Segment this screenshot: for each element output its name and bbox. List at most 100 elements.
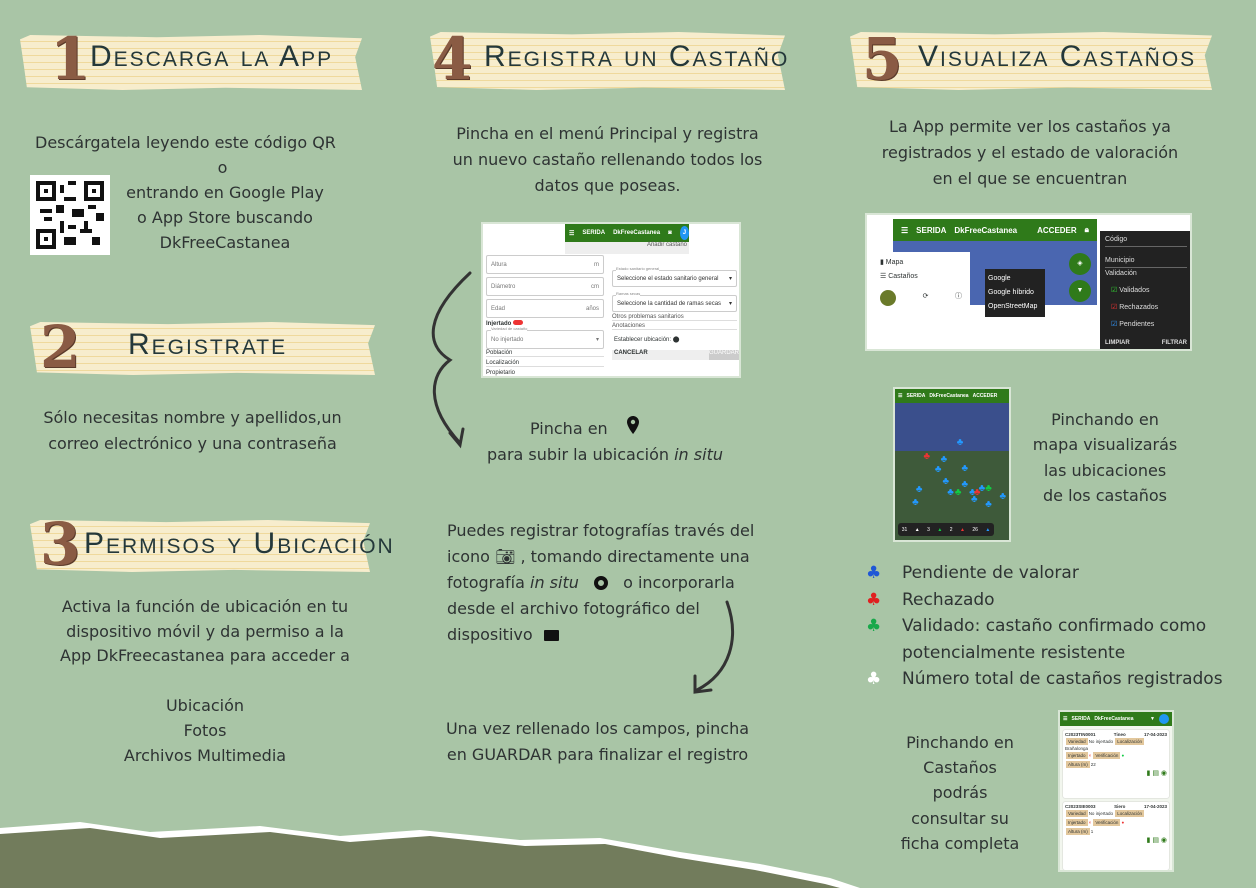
map-marker[interactable]: ♣ bbox=[978, 483, 986, 494]
menu-item-castanos[interactable]: ☰ Castaños bbox=[880, 273, 918, 280]
filter-button[interactable]: ▼ bbox=[1069, 280, 1091, 302]
map-marker[interactable]: ♣ bbox=[942, 476, 950, 487]
step-1-line: o bbox=[217, 158, 228, 177]
location-pin-icon bbox=[626, 416, 639, 442]
map-marker[interactable]: ♣ bbox=[985, 499, 992, 510]
legend-item: potencialmente resistente bbox=[866, 643, 1125, 663]
step-1-line: Descárgatela leyendo este código QR bbox=[35, 133, 336, 152]
card-field: Localización bbox=[1115, 738, 1144, 745]
layers-menu: Google Google híbrido OpenStreetMap bbox=[985, 269, 1045, 317]
layers-button[interactable]: ◈ bbox=[1069, 253, 1091, 275]
card-field: Injertado bbox=[1066, 819, 1088, 826]
layer-option[interactable]: OpenStreetMap bbox=[988, 303, 1038, 310]
map-marker[interactable]: ♣ bbox=[934, 464, 942, 475]
codigo-field[interactable]: Código bbox=[1105, 234, 1187, 247]
map-marker[interactable]: ♣ bbox=[912, 497, 919, 508]
legend-label: Pendiente de valorar bbox=[902, 563, 1079, 583]
map-marker[interactable]: ♣ bbox=[923, 451, 931, 462]
cancelar-button[interactable]: CANCELAR bbox=[612, 350, 737, 360]
map-text: Pinchando en bbox=[1051, 410, 1159, 429]
info-icon[interactable]: ⓘ bbox=[955, 293, 962, 300]
anotaciones-field[interactable]: Anotaciones bbox=[612, 323, 737, 330]
menu-icon[interactable]: ☰ bbox=[901, 225, 909, 235]
card-field: C2023TIN0001 bbox=[1065, 732, 1096, 737]
form-subtitle: Añadir castaño bbox=[565, 242, 689, 254]
menu-icon[interactable]: ☰ bbox=[569, 230, 575, 237]
avatar[interactable]: J bbox=[679, 226, 689, 240]
step-3-line: dispositivo móvil y da permiso a la bbox=[66, 622, 344, 641]
map-marker[interactable]: ♣ bbox=[961, 463, 969, 474]
legend-label: potencialmente resistente bbox=[902, 642, 1126, 663]
card-field: Brañalonga bbox=[1065, 746, 1089, 751]
municipio-select[interactable]: Municipio bbox=[1105, 255, 1187, 268]
tree-icon: ♣ bbox=[866, 616, 882, 636]
map-marker[interactable]: ♣ bbox=[971, 494, 978, 505]
map-marker[interactable]: ♣ bbox=[915, 484, 923, 495]
step-number-4: 4 bbox=[432, 25, 473, 93]
poblacion-field[interactable]: Población bbox=[486, 350, 604, 357]
map-marker[interactable]: ♣ bbox=[940, 454, 948, 465]
otros-field[interactable]: Otros problemas sanitarios bbox=[612, 314, 737, 321]
step-5-line: La App permite ver los castaños ya bbox=[889, 117, 1171, 136]
card-field: 22 bbox=[1090, 762, 1096, 767]
map-marker[interactable]: ♣ bbox=[985, 483, 992, 494]
step-3-line: Activa la función de ubicación en tu bbox=[61, 597, 349, 616]
map-marker[interactable]: ♣ bbox=[973, 487, 981, 498]
variedad-select[interactable]: No injertado▾ bbox=[486, 330, 604, 349]
map-marker[interactable]: ♣ bbox=[947, 487, 954, 498]
card-text: ficha completa bbox=[900, 834, 1020, 853]
app-name: DkFreeCastanea bbox=[613, 230, 661, 236]
variedad-label: Variedad de castaño bbox=[491, 326, 528, 331]
checkbox-rechazados[interactable]: ☑ Rechazados bbox=[1111, 304, 1159, 311]
tree-icon: ♣ bbox=[866, 669, 882, 689]
photo-line: desde el archivo fotográfico del bbox=[447, 599, 700, 618]
sync-icon[interactable]: ⟳ bbox=[922, 293, 929, 300]
checkbox-validados[interactable]: ☑ Validados bbox=[1111, 287, 1150, 294]
ramas-select[interactable]: Seleccione la cantidad de ramas secas▾ bbox=[612, 295, 737, 312]
permission-item: Fotos bbox=[183, 721, 227, 740]
injertado-toggle[interactable]: Injertado bbox=[486, 320, 524, 327]
propietario-field[interactable]: Propietario bbox=[486, 370, 604, 376]
map-marker[interactable]: ♣ bbox=[956, 437, 964, 448]
checkbox-pendientes[interactable]: ☑ Pendientes bbox=[1111, 321, 1155, 328]
filter-panel: Código Municipio Validación ☑ Validados … bbox=[1100, 231, 1190, 349]
limpiar-button[interactable]: LIMPIAR bbox=[1105, 340, 1130, 346]
step-5-title: Visualiza Castaños bbox=[918, 40, 1197, 73]
map-marker[interactable]: ♣ bbox=[969, 487, 976, 498]
ubicacion-button[interactable]: Establecer ubicación: ⬤ bbox=[614, 337, 680, 343]
map-marker[interactable]: ♣ bbox=[954, 487, 962, 498]
card-text: podrás bbox=[932, 783, 988, 802]
step-3-title: Permisos y Ubicación bbox=[84, 527, 395, 560]
filtrar-button[interactable]: FILTRAR bbox=[1161, 340, 1187, 346]
step-1-title: Descarga la App bbox=[90, 40, 334, 73]
qr-code[interactable] bbox=[30, 175, 110, 255]
guardar-button[interactable]: GUARDAR bbox=[709, 350, 739, 360]
camera-icon[interactable]: ◙ bbox=[668, 230, 672, 236]
card-field: Variedad bbox=[1066, 810, 1088, 817]
logo-icon bbox=[880, 290, 896, 306]
step-1-line: o App Store buscando bbox=[137, 208, 313, 227]
step-2-line: correo electrónico y una contraseña bbox=[48, 434, 337, 453]
map-marker[interactable]: ♣ bbox=[961, 479, 969, 490]
torn-paper-decoration bbox=[0, 822, 860, 888]
estado-select[interactable]: Seleccione el estado sanitario general▾ bbox=[612, 270, 737, 287]
menu-item-mapa[interactable]: ▮ Mapa bbox=[880, 259, 904, 266]
localizacion-field[interactable]: Localización bbox=[486, 360, 604, 367]
card-field: Localización bbox=[1115, 810, 1144, 817]
layer-option[interactable]: Google híbrido bbox=[988, 289, 1034, 296]
header-tape-1 bbox=[20, 35, 362, 90]
step-2-line: Sólo necesitas nombre y apellidos,un bbox=[43, 408, 342, 427]
card-field: Verificación bbox=[1093, 752, 1121, 759]
acceder-button[interactable]: ACCEDER bbox=[1037, 225, 1077, 235]
card-field: Injertado bbox=[1066, 752, 1088, 759]
validacion-label: Validación bbox=[1105, 270, 1137, 277]
card-field: Siero bbox=[1114, 804, 1126, 809]
layer-option[interactable]: Google bbox=[988, 275, 1011, 282]
map-marker[interactable]: ♣ bbox=[999, 491, 1007, 502]
